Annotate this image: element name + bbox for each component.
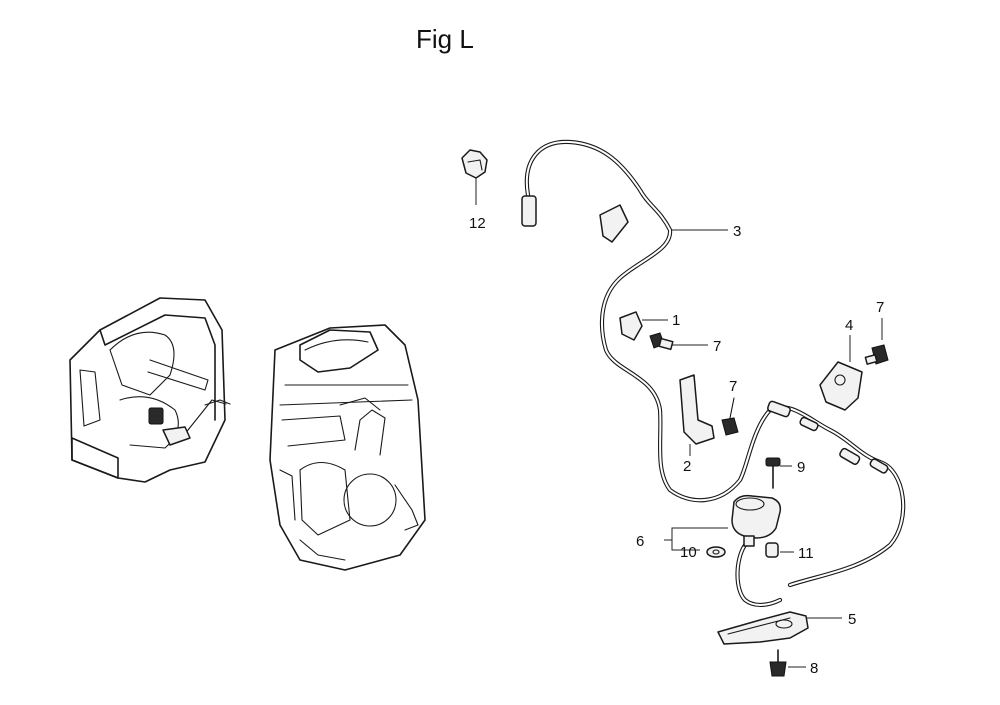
callout-3: 3 (733, 223, 741, 240)
callout-8: 8 (810, 660, 818, 677)
part-4-control-unit (819, 335, 863, 411)
part-7-bolt-a (649, 332, 708, 351)
part-11-collar (765, 542, 794, 558)
harness-connector-a (767, 400, 791, 418)
sensor-mount-highlight (148, 407, 164, 425)
callout-10: 10 (680, 544, 697, 561)
callout-2: 2 (683, 458, 691, 475)
harness-connector-b (799, 416, 819, 432)
harness-clip (599, 204, 629, 243)
callout-12: 12 (469, 215, 486, 232)
harness-connector-d (869, 458, 889, 474)
part-8-bolt (769, 649, 806, 677)
callout-11: 11 (798, 545, 814, 562)
callout-4: 4 (845, 317, 853, 334)
callout-7-bolt-a: 7 (713, 338, 721, 355)
part-12-wire-clamp (461, 149, 488, 205)
crankcase-cover-illustration (69, 297, 231, 483)
wire-harness (521, 139, 906, 607)
part-10-washer (706, 546, 726, 558)
part-6-sensor (664, 494, 782, 551)
callout-7-bolt-b: 7 (729, 378, 737, 395)
callout-5: 5 (848, 611, 856, 628)
callout-7-bolt-c: 7 (876, 299, 884, 316)
callout-1: 1 (672, 312, 680, 329)
harness-terminal (521, 195, 537, 227)
engine-block-illustration (269, 324, 426, 571)
figure-title: Fig L (416, 24, 474, 54)
part-7-bolt-c (864, 318, 889, 365)
part-1-plate (619, 311, 668, 341)
part-9-screw (765, 457, 792, 489)
part-5-pulser-plate (717, 611, 842, 645)
callout-6: 6 (636, 533, 644, 550)
part-7-bolt-b (721, 397, 739, 436)
harness-connector-c (839, 447, 861, 465)
callout-9: 9 (797, 459, 805, 476)
part-2-bracket (679, 374, 715, 456)
